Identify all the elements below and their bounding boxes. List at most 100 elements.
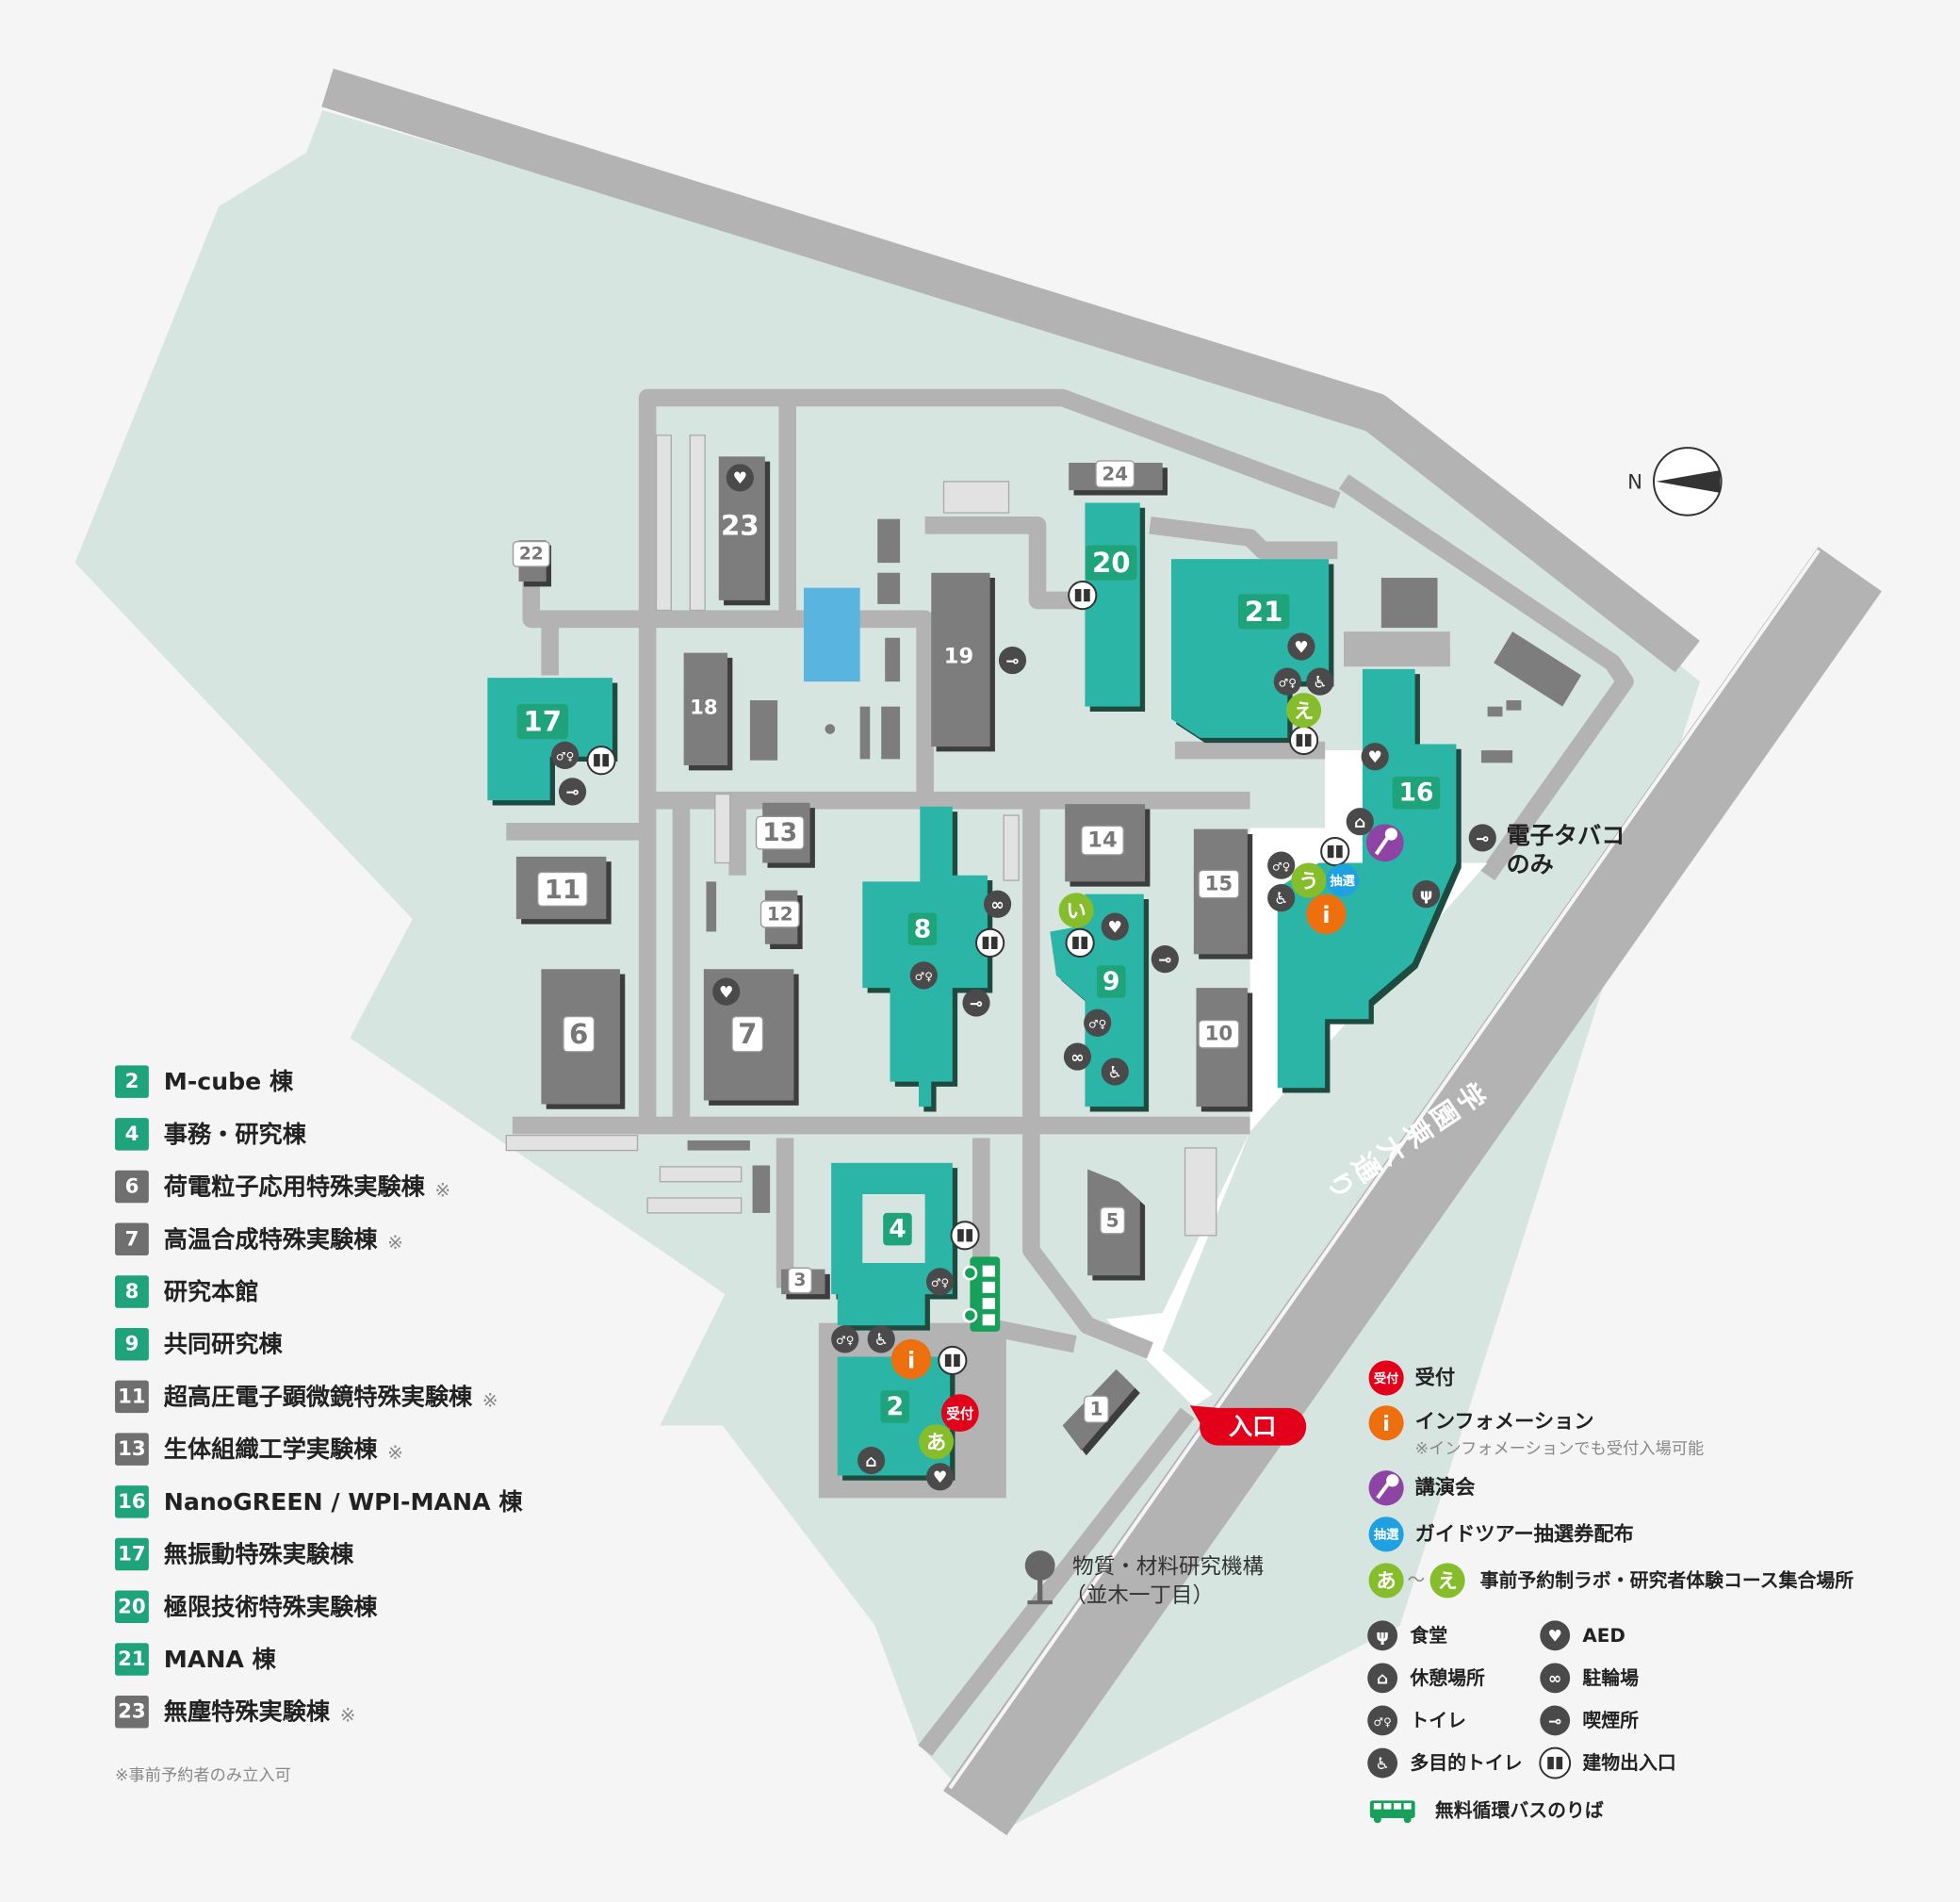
building-entrance-icon[interactable] [1065, 927, 1095, 958]
building-5[interactable]: 5 [1087, 1169, 1146, 1281]
svg-text:♿: ♿ [1274, 890, 1288, 909]
toilet-icon[interactable]: ♂♀ [1267, 851, 1296, 879]
restaurant-icon[interactable]: ψ [1412, 880, 1441, 909]
building-6[interactable]: 6 [541, 969, 626, 1109]
offsite-area: （並木一丁目） [1065, 1583, 1214, 1608]
building-entrance-icon[interactable] [938, 1345, 968, 1376]
aed-icon[interactable]: ♥ [712, 977, 741, 1006]
aed-icon[interactable]: ♥ [1361, 743, 1389, 771]
svg-text:あ: あ [926, 1431, 946, 1454]
building-2[interactable]: 2 [837, 1356, 956, 1481]
building-entrance-icon[interactable] [586, 746, 616, 776]
marker-u[interactable]: う [1291, 862, 1327, 898]
svg-text:高温合成特殊実験棟: 高温合成特殊実験棟 [164, 1225, 379, 1253]
aed-icon[interactable]: ♥ [1287, 632, 1315, 661]
building-entrance-icon[interactable] [975, 927, 1005, 958]
aed-icon[interactable]: ♥ [1101, 912, 1129, 941]
toilet-icon[interactable]: ♂♀ [909, 961, 938, 990]
building-entrance-icon[interactable] [1288, 725, 1319, 756]
building-15[interactable]: 15 [1193, 828, 1253, 959]
accessible-toilet-icon[interactable]: ♿ [1267, 884, 1296, 912]
building-8[interactable]: 8 [862, 806, 993, 1112]
building-10[interactable]: 10 [1196, 988, 1253, 1112]
offsite-nims-marker[interactable]: 物質・材料研究機構 （並木一丁目） [1024, 1550, 1264, 1608]
building-number: 8 [914, 914, 931, 943]
building-4[interactable]: 4 [831, 1162, 958, 1331]
smoking-area-icon[interactable]: ⊸ [962, 989, 990, 1017]
building-entrance-icon[interactable] [1320, 836, 1350, 867]
building-16[interactable]: 16 [1277, 668, 1462, 1093]
building-number: 1 [1089, 1399, 1102, 1420]
rest-area-icon[interactable]: ⌂ [1346, 808, 1374, 836]
svg-text:抽選: 抽選 [1374, 1527, 1399, 1543]
building-entrance-icon[interactable] [1068, 581, 1098, 611]
svg-text:多目的トイレ: 多目的トイレ [1410, 1752, 1522, 1774]
building-1[interactable]: 1 [1062, 1369, 1140, 1456]
accessible-toilet-icon[interactable]: ♿ [1101, 1058, 1129, 1086]
svg-text:研究本館: 研究本館 [164, 1278, 259, 1305]
accessible-toilet-icon[interactable]: ♿ [867, 1325, 895, 1353]
building-14[interactable]: 14 [1065, 804, 1151, 887]
building-24[interactable]: 24 [1069, 460, 1168, 496]
microphone-icon[interactable] [1365, 824, 1404, 862]
building-17[interactable]: 17 [487, 678, 618, 806]
building-19[interactable]: 19 [931, 572, 995, 752]
smoking-area-icon[interactable]: ⊸ [1468, 824, 1496, 852]
toilet-icon[interactable]: ♂♀ [1273, 667, 1301, 696]
svg-text:⊸: ⊸ [1548, 1713, 1561, 1731]
marker-e[interactable]: え [1286, 693, 1322, 729]
building-20[interactable]: 20 [1085, 502, 1146, 712]
main-entrance[interactable]: 入口 [1189, 1405, 1307, 1446]
toilet-icon[interactable]: ♂♀ [1084, 1008, 1112, 1037]
aed-icon[interactable]: ♥ [726, 464, 754, 492]
marker-i[interactable]: い [1058, 893, 1094, 928]
svg-text:♿: ♿ [874, 1331, 888, 1350]
marker-a[interactable]: あ [919, 1424, 955, 1460]
toilet-icon[interactable]: ♂♀ [925, 1268, 955, 1296]
marker-lottery[interactable]: 抽選 [1326, 863, 1359, 897]
legend-toilet: ♂♀トイレ [1367, 1705, 1466, 1736]
building-22[interactable]: 22 [512, 540, 551, 587]
legend-bus: 無料循環バスのりば [1369, 1799, 1604, 1824]
building-3[interactable]: 3 [781, 1267, 830, 1300]
accessible-toilet-icon[interactable]: ♿ [1306, 667, 1334, 696]
marker-information[interactable]: i [1306, 894, 1347, 935]
smoking-area-icon[interactable]: ⊸ [1540, 1705, 1571, 1736]
marker-information[interactable]: i [890, 1338, 932, 1380]
building-number: 20 [1092, 547, 1131, 579]
building-12[interactable]: 12 [760, 890, 803, 950]
svg-text:⌂: ⌂ [1377, 1670, 1388, 1689]
building-entrance-icon[interactable] [1539, 1746, 1572, 1779]
building-number: 7 [738, 1018, 757, 1050]
building-entrance-icon[interactable] [950, 1221, 980, 1251]
svg-text:⌂: ⌂ [865, 1452, 876, 1471]
aed-icon[interactable]: ♥ [925, 1463, 955, 1491]
smoking-area-icon[interactable]: ⊸ [998, 646, 1027, 675]
bus-stop[interactable] [962, 1256, 1001, 1332]
bicycle-parking-icon[interactable]: ∞ [983, 890, 1012, 918]
svg-text:受付: 受付 [1374, 1370, 1399, 1386]
bicycle-parking-icon[interactable]: ∞ [1540, 1663, 1571, 1694]
marker-reception[interactable]: 受付 [940, 1394, 979, 1433]
building-13[interactable]: 13 [755, 802, 815, 868]
toilet-icon[interactable]: ♂♀ [1367, 1705, 1398, 1736]
toilet-icon[interactable]: ♂♀ [551, 741, 580, 769]
building-21[interactable]: 21 [1170, 559, 1334, 744]
building-11[interactable]: 11 [515, 856, 612, 925]
building-18[interactable]: 18 [683, 652, 733, 771]
bicycle-parking-icon[interactable]: ∞ [1063, 1042, 1092, 1071]
rest-area-icon[interactable]: ⌂ [1367, 1663, 1398, 1694]
restaurant-icon[interactable]: ψ [1367, 1620, 1398, 1651]
svg-text:無塵特殊実験棟: 無塵特殊実験棟 [164, 1698, 331, 1726]
svg-text:4: 4 [125, 1123, 139, 1146]
smoking-area-icon[interactable]: ⊸ [558, 778, 587, 806]
rest-area-icon[interactable]: ⌂ [858, 1446, 886, 1475]
building-23[interactable]: 23 [718, 456, 771, 606]
svg-text:♂♀: ♂♀ [931, 1276, 949, 1289]
toilet-icon[interactable]: ♂♀ [831, 1325, 859, 1353]
aed-icon[interactable]: ♥ [1540, 1620, 1571, 1651]
accessible-toilet-icon[interactable]: ♿ [1367, 1747, 1398, 1779]
smoking-area-icon[interactable]: ⊸ [1151, 945, 1179, 974]
